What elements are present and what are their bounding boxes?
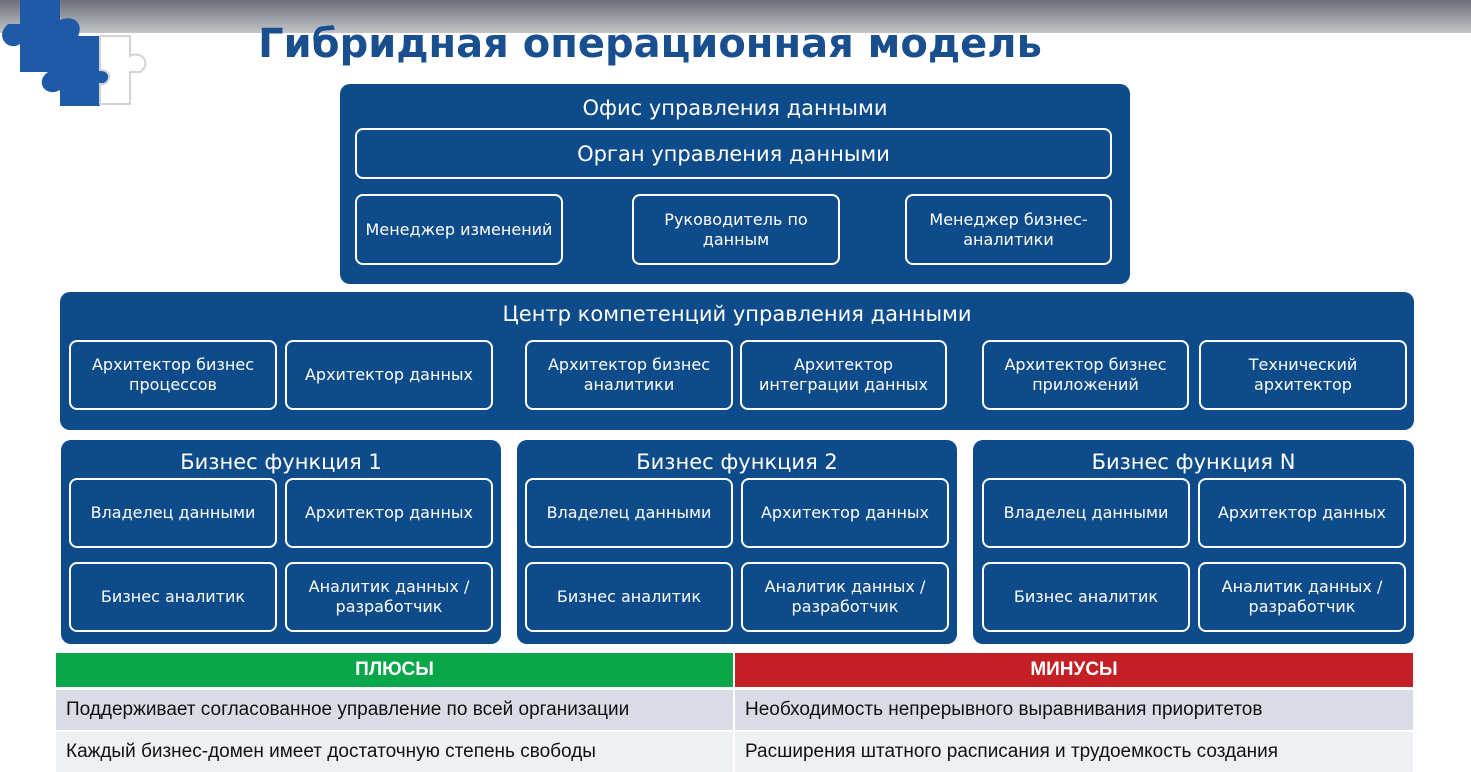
function-title: Бизнес функция 1 — [180, 450, 382, 474]
role-box: Менеджер бизнес-аналитики — [905, 194, 1112, 265]
pros-cell: Каждый бизнес-домен имеет достаточную ст… — [56, 732, 733, 772]
cons-cell: Необходимость непрерывного выравнивания … — [735, 690, 1413, 730]
office-panel: Офис управления данными Орган управления… — [340, 84, 1130, 284]
role-box: Аналитик данных / разработчик — [741, 562, 949, 632]
role-box: Архитектор бизнес аналитики — [525, 340, 733, 410]
role-box: Архитектор данных — [285, 478, 493, 548]
role-box: Менеджер изменений — [355, 194, 563, 265]
pros-cell: Поддерживает согласованное управление по… — [56, 690, 733, 730]
role-box: Архитектор данных — [285, 340, 493, 410]
center-title: Центр компетенций управления данными — [502, 302, 972, 326]
function-title: Бизнес функция N — [1091, 450, 1296, 474]
role-box: Архитектор данных — [741, 478, 949, 548]
business-function-panel: Бизнес функция 2 Владелец данными Архите… — [517, 440, 957, 644]
video-overlay-bar — [0, 0, 1471, 33]
slide-title: Гибридная операционная модель — [258, 21, 1042, 67]
role-box: Бизнес аналитик — [69, 562, 277, 632]
role-box: Владелец данными — [982, 478, 1190, 548]
role-box: Владелец данными — [69, 478, 277, 548]
role-box: Владелец данными — [525, 478, 733, 548]
cons-header: МИНУСЫ — [735, 653, 1413, 687]
business-function-panel: Бизнес функция 1 Владелец данными Архите… — [61, 440, 501, 644]
business-function-panel: Бизнес функция N Владелец данными Архите… — [973, 440, 1414, 644]
role-box: Аналитик данных / разработчик — [1198, 562, 1406, 632]
puzzle-logo-icon — [2, 0, 147, 106]
role-box: Аналитик данных / разработчик — [285, 562, 493, 632]
role-box: Архитектор интеграции данных — [740, 340, 947, 410]
role-box: Архитектор данных — [1198, 478, 1406, 548]
role-box: Технический архитектор — [1199, 340, 1407, 410]
role-box: Руководитель по данным — [632, 194, 840, 265]
governance-body-box: Орган управления данными — [355, 128, 1112, 179]
pros-header: ПЛЮСЫ — [56, 653, 733, 687]
office-title: Офис управления данными — [582, 96, 888, 120]
role-box: Архитектор бизнес приложений — [982, 340, 1189, 410]
role-box: Архитектор бизнес процессов — [69, 340, 277, 410]
cons-cell: Расширения штатного расписания и трудоем… — [735, 732, 1413, 772]
competence-center-panel: Центр компетенций управления данными Арх… — [60, 292, 1414, 430]
role-box: Бизнес аналитик — [982, 562, 1190, 632]
role-box: Бизнес аналитик — [525, 562, 733, 632]
function-title: Бизнес функция 2 — [636, 450, 838, 474]
